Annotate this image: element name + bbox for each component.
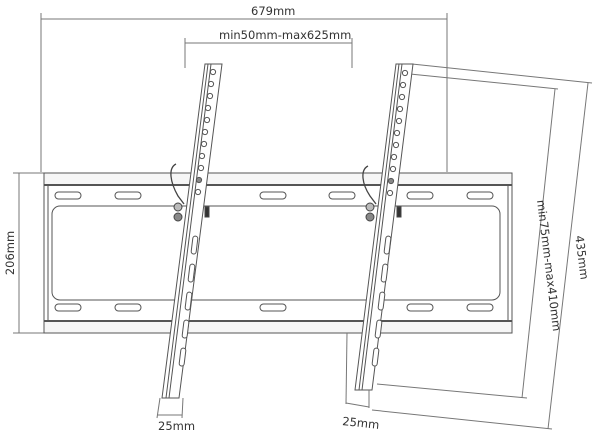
right-arm-width-dimension bbox=[345, 332, 370, 408]
right-arm-width-label: 25mm bbox=[342, 414, 380, 432]
vesa-vertical-dimension bbox=[376, 73, 559, 399]
vesa-horizontal-dimension bbox=[184, 38, 353, 68]
overall-width-dimension bbox=[40, 13, 448, 172]
plate-height-dimension bbox=[13, 172, 46, 334]
right-safety-lock bbox=[362, 165, 402, 222]
left-arm-width-dimension bbox=[156, 397, 184, 419]
vesa-horizontal-label: min50mm-max625mm bbox=[219, 28, 351, 42]
left-tilt-arm bbox=[161, 63, 223, 399]
wall-plate-slots-top bbox=[54, 191, 494, 200]
vesa-vertical-label: min75mm-max410mm bbox=[534, 199, 564, 332]
arm-length-dimension bbox=[371, 63, 593, 430]
right-tilt-arm bbox=[354, 63, 414, 391]
left-safety-lock bbox=[170, 163, 210, 222]
left-arm-width-label: 25mm bbox=[158, 419, 195, 433]
overall-width-label: 679mm bbox=[251, 4, 295, 18]
plate-height-label: 206mm bbox=[3, 231, 17, 275]
arm-length-label: 435mm bbox=[572, 235, 591, 281]
wall-plate-slots-bottom bbox=[54, 303, 494, 312]
